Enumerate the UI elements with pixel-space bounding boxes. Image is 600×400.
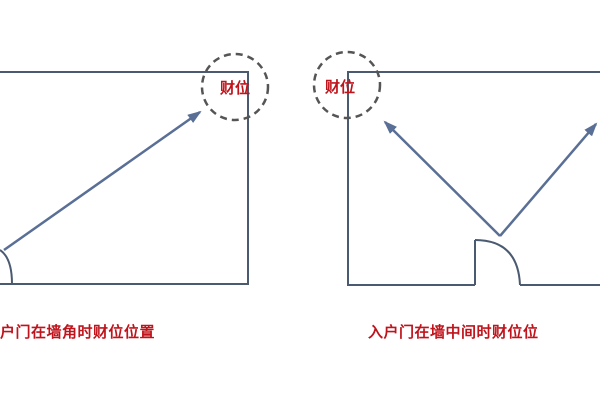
right-door-swing bbox=[474, 239, 521, 286]
right-wealth-label: 财位 bbox=[325, 78, 355, 96]
right-wealth-circle bbox=[312, 50, 382, 120]
right-room-panel: 财位 bbox=[312, 50, 600, 286]
right-room-walls bbox=[347, 71, 600, 286]
left-wealth-circle bbox=[200, 52, 270, 122]
left-room-panel: 财位 bbox=[0, 52, 270, 285]
right-caption: 入户门在墙中间时财位位 bbox=[368, 323, 539, 341]
left-wealth-label: 财位 bbox=[220, 79, 250, 97]
left-door-swing bbox=[0, 249, 13, 285]
left-caption: 户门在墙角时财位位置 bbox=[0, 323, 156, 341]
right-path-arrow-right bbox=[499, 122, 598, 237]
right-path-arrow-left bbox=[383, 120, 501, 237]
left-path-arrow bbox=[3, 110, 202, 252]
left-room-walls bbox=[0, 71, 249, 285]
